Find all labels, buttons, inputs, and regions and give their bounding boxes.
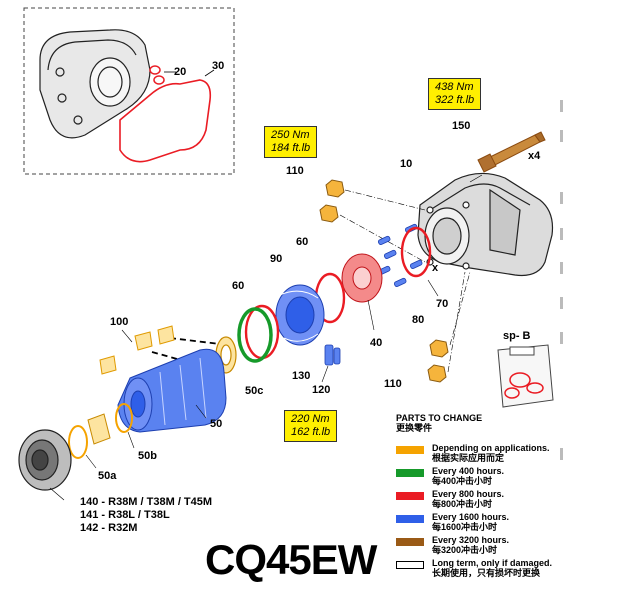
part-label-30: 30 (212, 60, 225, 72)
front-chuck-140 (18, 429, 72, 491)
legend-text: Long term, only if damaged. 长期使用，只有损坏时更换 (432, 558, 552, 578)
orange-ring-50a (68, 425, 88, 459)
legend-title-en: PARTS TO CHANGE (396, 413, 483, 423)
edge-tick (560, 448, 563, 460)
spare-kit-label: sp- B (503, 330, 531, 342)
edge-tick (560, 297, 563, 309)
part-label-90: 90 (270, 253, 283, 265)
part-label-70: 70 (436, 298, 449, 310)
dowel-pins-80 (377, 223, 423, 287)
nuts-110-bottom (427, 339, 449, 383)
parts-list-item: 142 - R32M (80, 522, 138, 534)
legend-text-en: Every 400 hours. (432, 466, 505, 476)
parts-list: 140 - R38M / T38M / T45M 141 - R38L / T3… (80, 496, 212, 535)
legend-text-en: Every 1600 hours. (432, 512, 510, 522)
legend-text-cn: 长期使用，只有损坏时更换 (432, 568, 541, 578)
torque-nm: 220 Nm (291, 413, 330, 425)
orange-clips-100 (99, 325, 175, 375)
legend-text-cn: 每400冲击小时 (432, 476, 493, 486)
torque-box-150: 438 Nm 322 ft.lb (428, 78, 482, 110)
torque-nm: 438 Nm (435, 81, 474, 93)
part-label-20: 20 (174, 66, 187, 78)
legend-text: Every 3200 hours. 每3200冲击小时 (432, 535, 509, 555)
spare-kit-bag (497, 344, 554, 408)
torque-box-120: 220 Nm 162 ft.lb (284, 410, 338, 442)
part-label-50c: 50c (245, 385, 264, 397)
part-label-50b: 50b (138, 450, 157, 462)
legend-text: Depending on applications. 根据实际应用而定 (432, 443, 550, 463)
edge-tick (560, 100, 563, 112)
edge-tick (560, 262, 563, 274)
part-label-150: 150 (452, 120, 471, 132)
inset-box (23, 7, 235, 175)
legend-swatch-red (396, 492, 424, 500)
oring-70 (400, 226, 432, 278)
diaphragm-40 (341, 253, 383, 303)
edge-tick (560, 228, 563, 240)
edge-tick (560, 332, 563, 344)
parts-list-item: 141 - R38L / T38L (80, 509, 170, 521)
orange-ring-50b (115, 403, 133, 433)
legend-text-en: Every 800 hours. (432, 489, 505, 499)
legend-swatch-brown (396, 538, 424, 546)
legend-text-cn: 每3200冲击小时 (432, 545, 498, 555)
torque-ftlb: 162 ft.lb (291, 426, 331, 438)
part-label-60-upper: 60 (296, 236, 309, 248)
part-label-10: 10 (400, 158, 413, 170)
legend-swatch-green (396, 469, 424, 477)
legend-title: PARTS TO CHANGE 更换零件 (396, 413, 482, 433)
legend-swatch-blue (396, 515, 424, 523)
parts-list-item: 140 - R38M / T38M / T45M (80, 496, 213, 508)
part-label-50: 50 (210, 418, 223, 430)
orange-bushing (87, 413, 111, 445)
part-label-x: x (432, 262, 439, 274)
legend-text: Every 800 hours. 每800冲击小时 (432, 489, 504, 509)
legend-text-cn: 每1600冲击小时 (432, 522, 498, 532)
legend-swatch-orange (396, 446, 424, 454)
part-label-110-top: 110 (286, 165, 304, 177)
part-label-60-lower: 60 (232, 280, 245, 292)
torque-nm: 250 Nm (271, 129, 310, 141)
green-seal-50c (237, 307, 273, 363)
part-label-130: 130 (292, 370, 311, 382)
torque-ftlb: 184 ft.lb (271, 142, 311, 154)
part-label-120: 120 (312, 384, 331, 396)
blue-cylinder-90 (275, 284, 325, 346)
part-label-110-bottom: 110 (384, 378, 402, 390)
inset-orings-20 (149, 65, 165, 85)
main-housing-10 (417, 172, 554, 277)
legend-text: Every 400 hours. 每400冲击小时 (432, 466, 504, 486)
legend-text-en: Depending on applications. (432, 443, 550, 453)
legend-text-cn: 根据实际应用而定 (432, 453, 505, 463)
part-label-80: 80 (412, 314, 425, 326)
part-label-40: 40 (370, 337, 383, 349)
part-label-50a: 50a (98, 470, 117, 482)
torque-ftlb: 322 ft.lb (435, 94, 475, 106)
edge-tick (560, 130, 563, 142)
legend-text-en: Long term, only if damaged. (432, 558, 553, 568)
blue-rings-130-120 (324, 344, 341, 366)
bolt-150 (477, 131, 546, 173)
legend-text: Every 1600 hours. 每1600冲击小时 (432, 512, 509, 532)
nuts-110-top (319, 179, 345, 223)
inset-gasket-30 (119, 79, 212, 163)
legend-text-en: Every 3200 hours. (432, 535, 510, 545)
torque-box-110: 250 Nm 184 ft.lb (264, 126, 318, 158)
inset-cover-part (39, 29, 151, 139)
model-title: CQ45EW (205, 536, 377, 583)
legend-swatch-white (396, 561, 424, 569)
legend-title-cn: 更换零件 (396, 423, 433, 433)
part-label-100: 100 (110, 316, 129, 328)
part-label-x4: x4 (528, 150, 541, 162)
legend-text-cn: 每800冲击小时 (432, 499, 493, 509)
edge-tick (560, 192, 563, 204)
